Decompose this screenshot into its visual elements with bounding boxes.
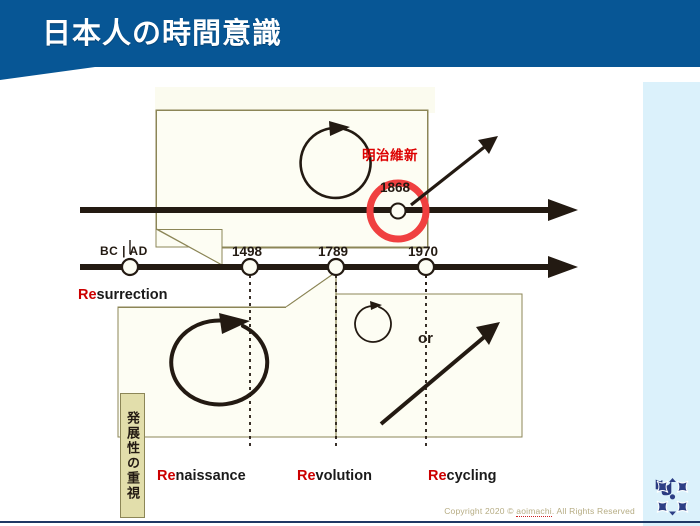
year-label-1498: 1498 bbox=[232, 244, 263, 259]
node-bcad bbox=[120, 257, 140, 277]
caption-renaissance-rest: naissance bbox=[175, 468, 246, 484]
copyright-owner: aoimachi bbox=[516, 506, 552, 517]
cycle-arrow-small bbox=[354, 301, 392, 343]
year-label-1970: 1970 bbox=[408, 244, 439, 259]
growth-arrow bbox=[379, 322, 500, 426]
caption-revolution-prefix: Re bbox=[297, 468, 316, 484]
vertical-theme-label: 発展性の重視 bbox=[120, 393, 145, 518]
copyright-prefix: Copyright 2020 © bbox=[444, 506, 517, 516]
accent-band bbox=[643, 82, 700, 526]
timeline-diagram: BC | AD 1498 1789 1970 1868 明治維新 Resurre… bbox=[0, 82, 660, 518]
node-1868 bbox=[389, 202, 407, 220]
copyright-text: Copyright 2020 © aoimachi. All Rights Re… bbox=[400, 506, 635, 517]
bcad-label: BC | AD bbox=[100, 244, 148, 258]
caption-recycling-prefix: Re bbox=[428, 468, 447, 484]
page-title: 日本人の時間意識 bbox=[42, 18, 283, 50]
lower-timeline-axis bbox=[80, 256, 578, 278]
or-label: or bbox=[418, 330, 433, 347]
cycle-arrow-lower bbox=[169, 313, 270, 407]
caption-resurrection: Resurrection bbox=[78, 287, 167, 303]
lower-left-panel-tail-diag bbox=[285, 271, 337, 308]
footer-divider bbox=[0, 521, 700, 523]
caption-renaissance-prefix: Re bbox=[157, 468, 176, 484]
caption-resurrection-prefix: Re bbox=[78, 287, 97, 303]
branch-arrow-upright bbox=[410, 136, 498, 207]
caption-revolution: Revolution bbox=[297, 468, 372, 484]
node-1789 bbox=[326, 257, 346, 277]
caption-recycling-rest: cycling bbox=[446, 468, 497, 484]
header-banner bbox=[0, 0, 700, 80]
meiji-restoration-label: 明治維新 bbox=[362, 148, 418, 163]
upper-timeline-axis bbox=[80, 199, 578, 221]
aoimachi-logo bbox=[650, 474, 695, 520]
node-1970 bbox=[416, 257, 436, 277]
upper-callout-tail-diagonal bbox=[156, 228, 223, 266]
diagram-svg bbox=[80, 87, 578, 450]
caption-recycling: Recycling bbox=[428, 468, 497, 484]
meiji-highlight-ring bbox=[366, 179, 430, 243]
copyright-suffix: . All Rights Reserved bbox=[551, 506, 635, 516]
caption-revolution-rest: volution bbox=[315, 468, 372, 484]
node-1498 bbox=[240, 257, 260, 277]
caption-resurrection-rest: surrection bbox=[96, 287, 168, 303]
year-label-1868: 1868 bbox=[380, 180, 411, 195]
year-label-1789: 1789 bbox=[318, 244, 349, 259]
upper-back-panel bbox=[155, 87, 435, 113]
lower-right-panel bbox=[335, 293, 523, 438]
caption-renaissance: Renaissance bbox=[157, 468, 246, 484]
cycle-arrow-upper bbox=[299, 121, 372, 200]
